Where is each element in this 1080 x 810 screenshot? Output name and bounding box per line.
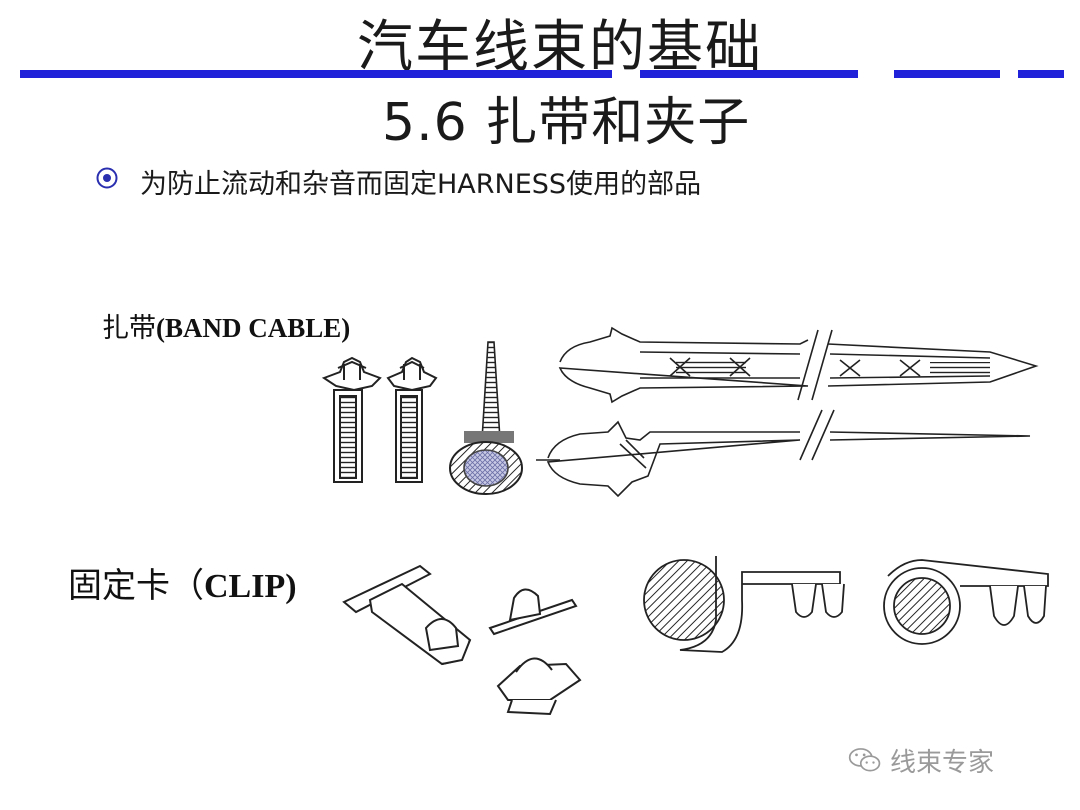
- cable-tie-1: [321, 356, 382, 483]
- header-bar-1: [20, 70, 612, 78]
- band-cable-label-cn: 扎带: [102, 313, 156, 344]
- long-tie-top-view: [558, 326, 1039, 404]
- header-bar-3: [894, 70, 1000, 78]
- bundle-cross-section: [449, 341, 523, 495]
- clip-label: 固定卡（CLIP): [68, 558, 297, 607]
- header-bar-2: [640, 70, 858, 78]
- cable-tie-2: [386, 356, 438, 483]
- clip-bundle-2: [883, 559, 1049, 645]
- clip-label-en: CLIP): [204, 568, 297, 605]
- circle-dot-bullet-icon: [96, 167, 118, 189]
- band-cable-label-en: (BAND CABLE): [156, 313, 351, 343]
- clip-label-cn: 固定卡（: [68, 566, 204, 606]
- long-tie-side-view: [536, 409, 1031, 498]
- slide-subtitle: 5.6 扎带和夹子: [382, 93, 751, 153]
- bullet-text: 为防止流动和杂音而固定HARNESS使用的部品: [140, 169, 702, 200]
- watermark-text: 线束专家: [890, 748, 995, 778]
- band-cable-label: 扎带(BAND CABLE): [102, 306, 350, 345]
- small-clip-1: [488, 588, 578, 636]
- slide-title: 汽车线束的基础: [357, 15, 763, 80]
- t-clip-perspective: [342, 564, 472, 666]
- header-bar-4: [1018, 70, 1064, 78]
- clip-bundle-1: [643, 556, 845, 653]
- small-clip-2: [496, 657, 582, 716]
- wechat-icon: [848, 748, 881, 772]
